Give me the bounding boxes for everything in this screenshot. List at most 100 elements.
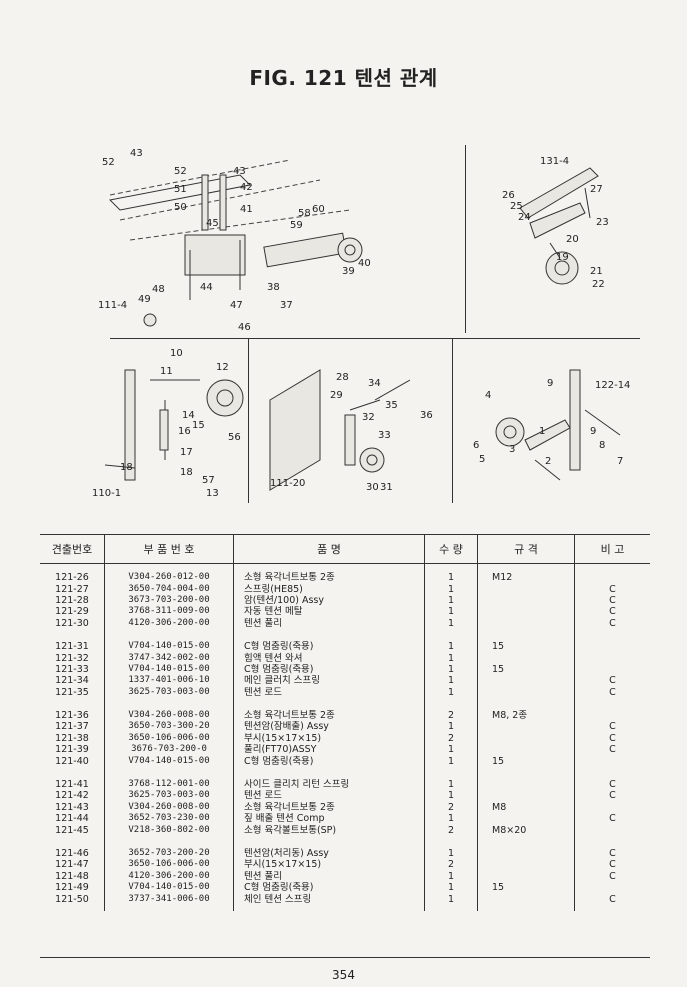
cell-part: 3650-106-006-00 (104, 859, 234, 871)
cell-name: 부시(15×17×15) (233, 732, 425, 745)
divider-horizontal-mid (110, 338, 640, 339)
cell-rem: C (574, 847, 650, 860)
cell-qty: 1 (424, 870, 478, 882)
cell-qty: 1 (424, 847, 478, 860)
cell-name: 힘액 텐션 와셔 (233, 652, 425, 664)
label-48: 48 (152, 284, 165, 295)
group-spacer (40, 766, 650, 779)
cell-no: 121-35 (55, 686, 89, 698)
label-9a: 9 (547, 378, 553, 389)
label-7: 7 (617, 456, 623, 467)
cell-qty: 2 (424, 801, 478, 814)
label-28: 28 (336, 372, 349, 383)
cell-name: 사이드 클리치 리턴 스프링 (233, 778, 425, 791)
spacer-cell (40, 629, 105, 641)
diagram-e-svg: 9 122-14 4 1 9 8 6 3 5 2 7 (473, 369, 630, 481)
cell-part: V704-140-015-00 (104, 663, 234, 676)
label-15: 15 (192, 420, 205, 431)
label-23: 23 (596, 217, 609, 228)
col-header-remarks: 비 고 (574, 534, 650, 564)
label-11: 11 (160, 366, 173, 377)
spacer-cell (233, 835, 425, 848)
label-10: 10 (170, 348, 183, 359)
cell-name: C형 멈춤링(축용) (233, 663, 425, 676)
cell-qty: 1 (424, 813, 478, 825)
bottom-rule (40, 957, 650, 958)
label-47: 47 (230, 300, 243, 311)
cell-part: 3652-703-230-00 (104, 813, 234, 825)
cell-no: 121-32 (55, 652, 89, 664)
cell-qty: 1 (424, 563, 478, 584)
label-58: 58 (298, 208, 311, 219)
cell-part: 3625-703-003-00 (104, 686, 234, 698)
label-31: 31 (380, 482, 393, 493)
label-14: 14 (182, 410, 195, 421)
label-41: 41 (240, 204, 253, 215)
cell-no: 121-30 (55, 617, 89, 629)
spacer-cell (40, 767, 105, 779)
group-spacer (40, 835, 650, 848)
spacer-cell (104, 697, 234, 710)
label-6: 6 (473, 440, 479, 451)
label-52b: 52 (174, 166, 187, 177)
cell-rem (574, 652, 650, 664)
diagram-panel-c: 10 11 12 14 15 16 17 18 18 56 57 13 110-… (90, 340, 248, 505)
cell-no: 121-44 (55, 813, 89, 825)
cell-name: 소형 육각너트보통 2종 (233, 563, 425, 584)
cell-spec (477, 583, 575, 595)
cell-qty: 1 (424, 778, 478, 791)
label-17: 17 (180, 447, 193, 458)
cell-rem: C (574, 594, 650, 607)
cell-rem: C (574, 675, 650, 687)
cell-part: 3652-703-200-20 (104, 847, 234, 860)
cell-qty: 1 (424, 652, 478, 664)
cell-spec (477, 675, 575, 687)
spacer-cell (104, 835, 234, 848)
cell-rem (574, 755, 650, 767)
cell-spec (477, 778, 575, 791)
label-20: 20 (566, 234, 579, 245)
cell-no: 121-50 (55, 893, 89, 905)
cell-part: V704-140-015-00 (104, 881, 234, 894)
spacer-cell (477, 697, 575, 710)
cell-spec (477, 744, 575, 756)
cell-name: 텐션 풀리 (233, 870, 425, 882)
spacer-cell (424, 835, 478, 848)
cell-spec: M8 (477, 801, 575, 814)
diagram-d-svg: 28 29 34 35 36 32 33 30 31 111-20 (269, 369, 433, 493)
cell-spec (477, 893, 575, 911)
cell-name: 소형 육각너트보통 2종 (233, 801, 425, 814)
cell-name: 텐션암(잠배출) Assy (233, 721, 425, 733)
cell-part: 3768-311-009-00 (104, 606, 234, 618)
label-37: 37 (280, 300, 293, 311)
label-18a: 18 (120, 462, 133, 473)
cell-part: 3650-704-004-00 (104, 583, 234, 595)
cell-name: 텐션 로드 (233, 790, 425, 802)
label-32: 32 (362, 412, 375, 423)
cell-qty: 1 (424, 744, 478, 756)
cell-part: 4120-306-200-00 (104, 617, 234, 629)
cell-name: 암(텐션/100) Assy (233, 594, 425, 607)
diagram-panel-a: 52 43 52 43 51 42 50 41 45 58 60 59 39 4… (90, 140, 465, 335)
spacer-cell (104, 628, 234, 641)
cell-rem: C (574, 859, 650, 871)
cell-no: 121-28 (55, 594, 89, 606)
spacer-cell (40, 836, 105, 848)
label-122-14: 122-14 (595, 380, 630, 391)
label-13: 13 (206, 488, 219, 499)
label-19: 19 (556, 252, 569, 263)
cell-spec (477, 606, 575, 618)
cell-rem (574, 801, 650, 814)
label-25: 25 (510, 201, 523, 212)
spacer-cell (477, 835, 575, 848)
col-header-part-no: 부 품 번 호 (104, 534, 234, 564)
cell-no: 121-27 (55, 583, 89, 595)
